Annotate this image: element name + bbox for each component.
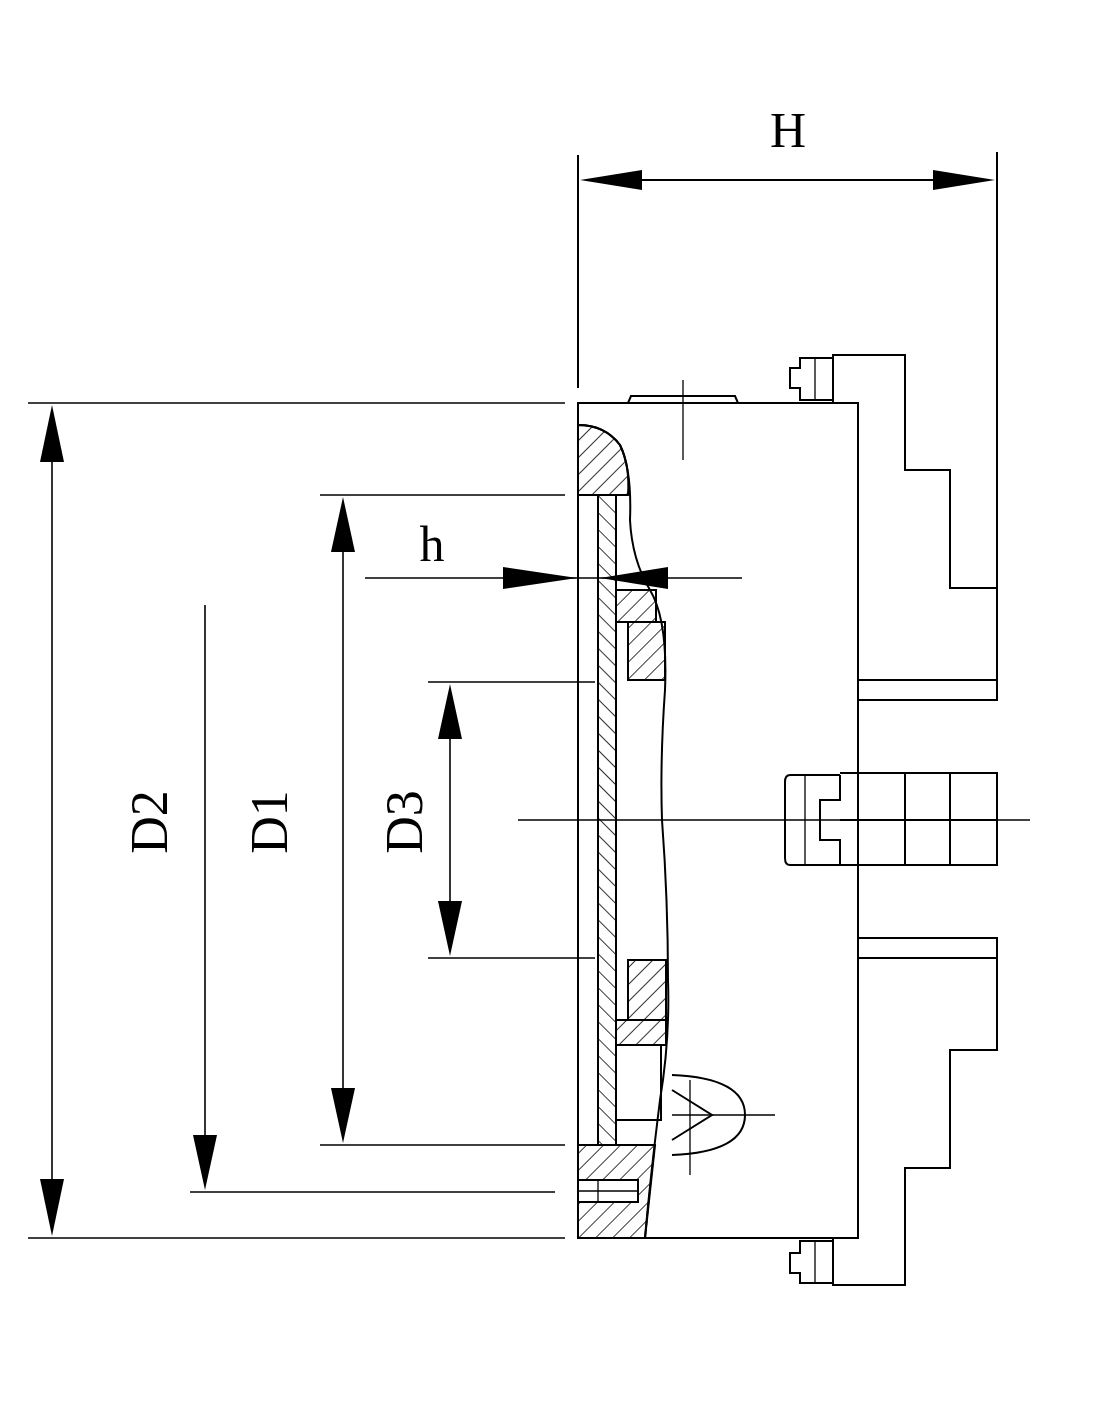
arrowheads: [40, 170, 995, 1236]
dimension-label: H: [770, 105, 806, 155]
chuck-outline: [518, 152, 1030, 1285]
dimension-label: D2: [124, 790, 176, 854]
dimension-label: D3: [379, 790, 431, 854]
section-hatching: [578, 425, 666, 1238]
dimension-label: h: [420, 519, 445, 569]
screw-symbol: [672, 1075, 775, 1175]
dimension-label: D1: [244, 790, 296, 854]
dimension-lines: [28, 403, 742, 1238]
